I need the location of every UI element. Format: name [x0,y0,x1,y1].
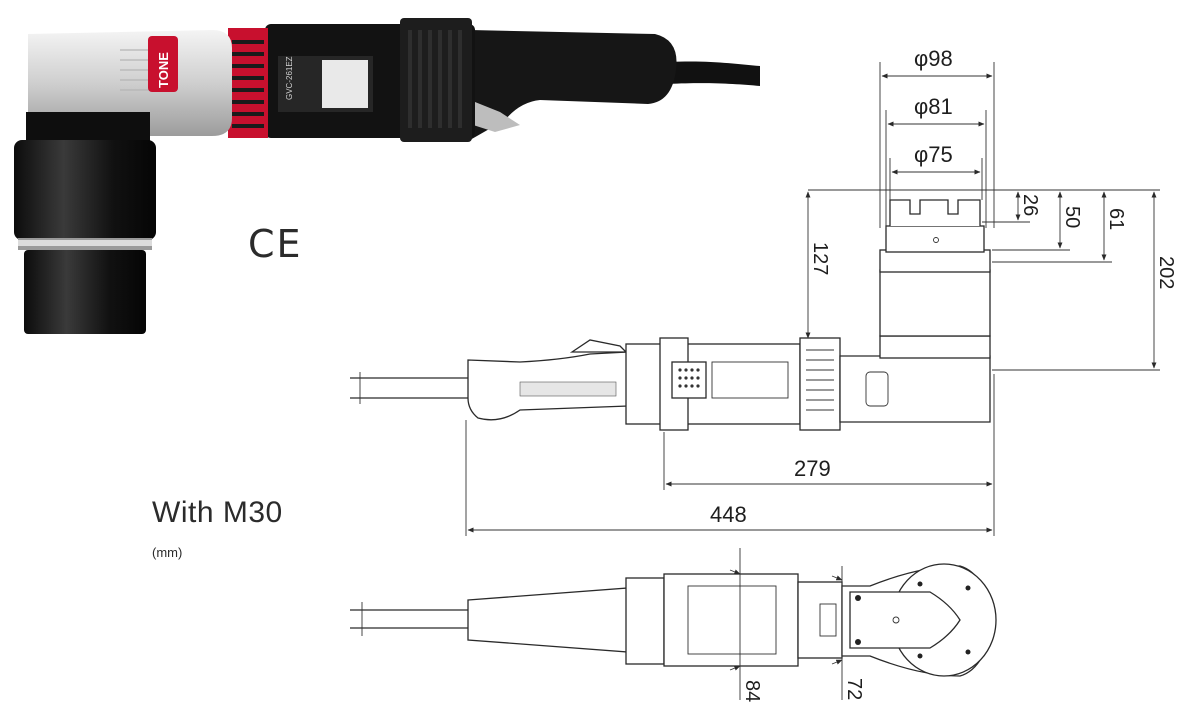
dim-phi75: φ75 [914,142,953,167]
dim-279: 279 [794,456,831,481]
caption: With M30 [152,496,283,529]
brand-text: TONE [156,52,171,88]
dim-26: 26 [1019,194,1041,216]
side-view-drawing [350,199,991,431]
socket-collar [26,112,150,142]
dim-phi98: φ98 [914,46,953,71]
gear-head [28,30,232,136]
reaction-socket [14,140,156,240]
unit-label: (mm) [152,545,183,560]
dimension-labels: φ98 φ81 φ75 26 50 61 202 127 279 448 84 … [710,46,1177,702]
dim-448: 448 [710,502,747,527]
dim-50: 50 [1061,206,1083,228]
dim-202: 202 [1155,256,1177,289]
tool-photo: GVC-261EZ TONE [14,18,760,334]
red-band [228,28,268,138]
trigger [470,100,520,132]
top-view-drawing [350,563,997,677]
model-label: GVC-261EZ [285,56,294,100]
ce-mark: CE [248,222,303,266]
dim-61: 61 [1105,208,1127,230]
brand-logo: TONE [148,36,178,92]
dim-72: 72 [843,678,865,700]
inner-socket [24,250,146,334]
handle [470,30,677,140]
dim-127: 127 [809,242,831,275]
dimension-lines [465,62,1160,700]
dim-84: 84 [741,680,763,702]
dim-phi81: φ81 [914,94,953,119]
